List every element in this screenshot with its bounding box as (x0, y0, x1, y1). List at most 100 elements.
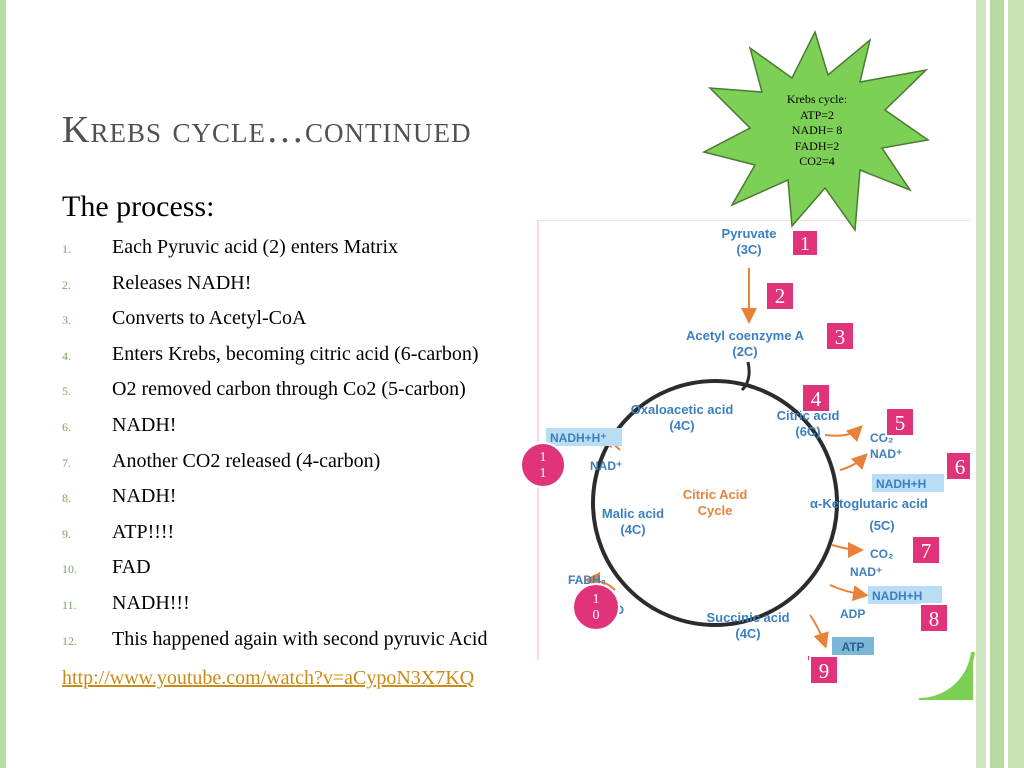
nadh-highlight-3 (868, 586, 942, 604)
acetyl-arrow (740, 361, 751, 392)
list-text: Enters Krebs, becoming citric acid (6-ca… (112, 342, 479, 365)
step-marker-1-label: 1 (800, 233, 810, 255)
callout-line: ATP=2 (799, 107, 835, 122)
youtube-link[interactable]: http://www.youtube.com/watch?v=aCypoN3X7… (62, 667, 475, 689)
list-item: 2. Releases NADH! (62, 272, 622, 308)
step-marker-3: 3 (825, 321, 855, 351)
step-marker-10-digit-2: 0 (593, 608, 600, 623)
ketoglutaric-label: α-Ketoglutaric acid (810, 496, 928, 511)
step-marker-11: 1 1 (520, 442, 566, 488)
step-marker-3-label: 3 (835, 325, 846, 349)
left-frame-stripe (0, 0, 6, 768)
pyruvate-carbon-label: (3C) (736, 242, 761, 257)
list-item: 8. NADH! (62, 485, 622, 521)
nad-in-arrow-1 (839, 453, 868, 471)
callout-text: Krebs cycle: ATP=2 NADH= 8 FADH=2 CO2=4 (762, 92, 872, 170)
list-item: 11. NADH!!! (62, 592, 622, 628)
pyruvate-label: Pyruvate (722, 226, 777, 241)
succinic-carbon-label: (4C) (735, 626, 760, 641)
acetyl-label: Acetyl coenzyme A (686, 328, 805, 343)
step-marker-2: 2 (765, 281, 795, 311)
list-text: O2 removed carbon through Co2 (5-carbon) (112, 378, 466, 401)
step-marker-11-digit-2: 1 (540, 466, 547, 481)
step-marker-5: 5 (885, 407, 915, 437)
right-frame-stripes (976, 0, 1024, 768)
nadh-label-1: NADH+H (876, 477, 926, 491)
step-marker-4-label: 4 (811, 387, 822, 411)
list-number: 2. (62, 277, 71, 292)
list-item: 10.FAD (62, 556, 622, 592)
nadh-highlight-1 (872, 474, 944, 492)
list-number: 11. (62, 597, 77, 612)
list-number: 1. (62, 242, 71, 256)
nadh-label-3: NADH+H (872, 589, 922, 603)
corner-decoration (918, 652, 975, 700)
step-marker-8: 8 (919, 603, 949, 633)
acetyl-carbon-label: (2C) (732, 344, 757, 359)
list-item: 4. Enters Krebs, becoming citric acid (6-… (62, 343, 622, 379)
step-marker-9-label: 9 (819, 659, 830, 683)
step-marker-7: 7 (911, 535, 941, 565)
list-number: 3. (62, 313, 71, 328)
list-text: This happened again with second pyruvic … (112, 627, 488, 650)
step-marker-10-digit-1: 1 (593, 592, 600, 607)
list-text: NADH!!! (112, 591, 190, 614)
list-item: 3. Converts to Acetyl-CoA (62, 307, 622, 343)
list-number: 12. (62, 633, 77, 648)
ketoglutaric-carbon-label: (5C) (869, 518, 894, 533)
malic-label: Malic acid (602, 506, 664, 521)
step-marker-8-label: 8 (929, 607, 940, 631)
step-marker-5-label: 5 (895, 411, 906, 435)
nadh-highlight-2 (546, 428, 622, 446)
list-number: 8. (62, 491, 71, 506)
list-text: Converts to Acetyl-CoA (112, 307, 307, 330)
list-text: FAD (112, 556, 151, 579)
step-marker-4: 4 (801, 383, 831, 413)
fadh-out-arrow (584, 572, 616, 591)
co2-label-2: CO₂ (870, 547, 893, 561)
succinic-label: Succinic acid (706, 610, 789, 625)
list-text: Releases NADH! (112, 271, 252, 294)
list-number: 5. (62, 384, 71, 399)
adp-label: ADP (840, 607, 865, 621)
list-item: 7. Another CO2 released (4-carbon) (62, 450, 622, 486)
step-marker-1: 1 (791, 229, 819, 257)
step-marker-11-digit-1: 1 (540, 450, 547, 465)
process-list: 1. Each Pyruvic acid (2) enters Matrix 2.… (62, 236, 622, 663)
citric-carbon-label: (6C) (795, 424, 820, 439)
list-item: 5. O2 removed carbon through Co2 (5-carbo… (62, 378, 622, 414)
subtitle: The process: (62, 190, 215, 223)
step-marker-10: 1 0 (572, 583, 620, 631)
nad-label-2: NAD⁺ (850, 565, 882, 579)
callout-line: NADH= 8 (791, 123, 843, 137)
list-number: 6. (62, 419, 71, 434)
list-text: Each Pyruvic acid (2) enters Matrix (112, 236, 399, 258)
list-text: Another CO2 released (4-carbon) (112, 449, 381, 472)
callout-line: Krebs cycle: (786, 92, 848, 106)
co2-out-arrow-1 (824, 425, 863, 443)
center-label-2: Cycle (698, 503, 733, 518)
nadh-label-2: NADH+H⁺ (550, 431, 607, 445)
step-marker-7-label: 7 (921, 539, 932, 563)
list-item: 9. ATP!!!! (62, 521, 622, 557)
list-text: NADH! (112, 485, 177, 508)
oxaloacetic-label: Oxaloacetic acid (631, 402, 734, 417)
nad-label-left: NAD⁺ (590, 459, 622, 473)
co2-out-arrow-2 (831, 541, 864, 558)
krebs-cycle-diagram: Pyruvate (3C) Acetyl coenzyme A (2C) Oxa… (537, 220, 970, 660)
list-number: 4. (62, 348, 71, 363)
list-item: 6.NADH! (62, 414, 622, 450)
callout-line: FADH=2 (794, 138, 840, 153)
nad-label-1: NAD⁺ (870, 447, 902, 461)
nad-in-arrow-2 (829, 584, 869, 602)
atp-arrow (809, 614, 829, 649)
cycle-ring (591, 379, 839, 627)
oxaloacetic-carbon-label: (4C) (669, 418, 694, 433)
atp-label: ATP (841, 640, 864, 654)
step-marker-6: 6 (945, 451, 970, 481)
list-text: ATP!!!! (112, 520, 175, 543)
list-number: 7. (62, 455, 71, 470)
list-item: 1. Each Pyruvic acid (2) enters Matrix (62, 236, 622, 272)
page-title: Krebs cycle…continued (62, 109, 472, 151)
list-number: 9. (62, 526, 71, 541)
